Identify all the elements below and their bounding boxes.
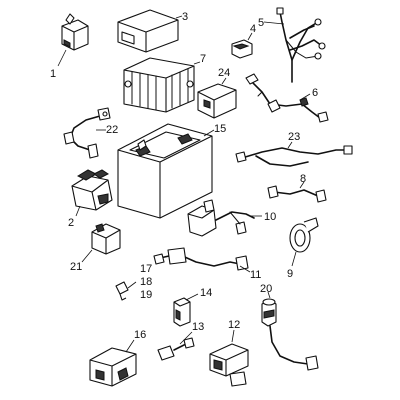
callout-13: 13 <box>192 321 204 333</box>
part-6-sub-harness <box>245 73 329 123</box>
callout-7: 7 <box>200 53 206 65</box>
callout-1: 1 <box>50 68 56 80</box>
part-4-connector <box>231 32 253 59</box>
part-15-battery <box>117 123 215 219</box>
callout-9: 9 <box>287 268 293 280</box>
part-22-lead-wire <box>63 107 111 159</box>
part-12-fuse-box <box>209 329 249 387</box>
part-11-cable <box>153 247 251 273</box>
part-23-cable <box>235 141 353 167</box>
part-7-regulator-rectifier <box>123 57 201 113</box>
callout-6: 6 <box>312 87 318 99</box>
part-16-flasher-unit <box>89 339 137 387</box>
callout-11: 11 <box>250 269 261 281</box>
part-10-ignition-coil <box>187 199 262 237</box>
callout-12: 12 <box>228 319 240 331</box>
part-9-horn <box>289 217 319 267</box>
part-1-relay <box>57 13 89 67</box>
callout-21: 21 <box>70 261 82 273</box>
callout-24: 24 <box>218 67 230 79</box>
part-8-short-lead <box>267 181 327 203</box>
callout-22: 22 <box>106 124 118 136</box>
part-13-connector <box>157 331 195 361</box>
part-24-starter-relay <box>197 77 237 119</box>
part-20-sensor <box>261 291 319 371</box>
part-18-fuse-clip <box>115 281 137 301</box>
callout-4: 4 <box>250 23 256 35</box>
callout-23: 23 <box>288 131 300 143</box>
part-2-relay-assembly <box>71 169 113 217</box>
callout-20: 20 <box>260 283 272 295</box>
callout-10: 10 <box>264 211 276 223</box>
callout-8: 8 <box>300 173 306 185</box>
part-5-wiring-loom <box>263 7 326 83</box>
callout-3: 3 <box>182 11 188 23</box>
callout-15: 15 <box>214 123 226 135</box>
callout-16: 16 <box>134 329 146 341</box>
callout-2: 2 <box>68 217 74 229</box>
callout-18: 18 <box>140 276 152 288</box>
callout-14: 14 <box>200 287 212 299</box>
part-21-relay <box>81 223 121 263</box>
callout-17: 17 <box>140 263 152 275</box>
part-3-cdi-unit <box>117 9 183 53</box>
part-14-switch <box>173 293 199 327</box>
callout-19: 19 <box>140 289 152 301</box>
callout-5: 5 <box>258 17 264 29</box>
